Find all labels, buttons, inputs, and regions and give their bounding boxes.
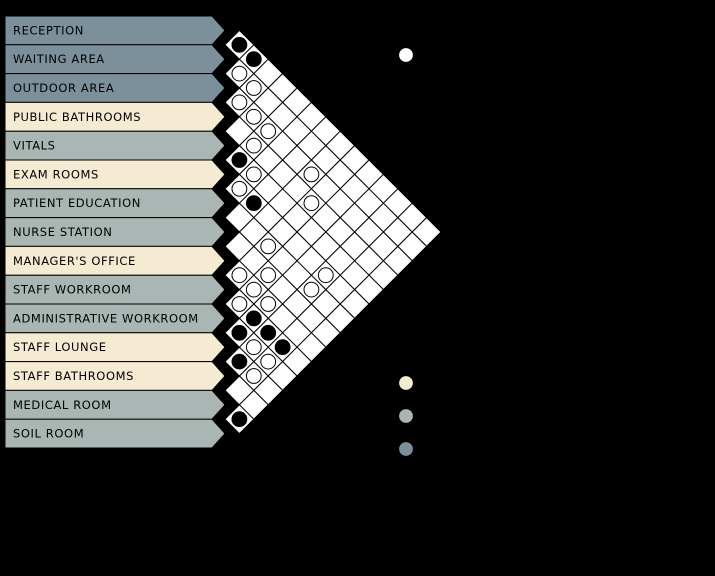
adjacency-marker [260,238,277,255]
room-label-bar [4,130,226,161]
room-label: STAFF LOUNGE [13,340,107,354]
room-label-bar [4,159,226,190]
strong-adjacency-marker [231,411,248,428]
legend [398,47,414,457]
adjacency-marker [231,65,248,82]
room-label-bar [4,217,226,247]
adjacency-marker [303,281,320,298]
strong-adjacency-marker [245,51,262,68]
room-label: STAFF WORKROOM [13,283,132,297]
room-label: EXAM ROOMS [13,167,99,181]
strong-adjacency-marker [231,152,248,168]
strong-adjacency-marker [260,324,277,341]
legend-marker-zone-1 [398,375,414,391]
room-label: OUTDOOR AREA [13,81,114,95]
room-label-bar [4,361,226,391]
room-label-bar [4,332,226,363]
adjacency-marker [245,80,262,96]
adjacency-marker [231,296,248,312]
strong-adjacency-marker [245,195,262,212]
room-label-bar [4,418,226,449]
room-label-bar [4,274,226,305]
adjacency-marker [245,339,262,356]
adjacency-marker [260,267,277,284]
strong-adjacency-marker [231,353,248,370]
adjacency-marker [303,166,320,183]
room-label: MEDICAL ROOM [13,398,112,412]
adjacency-marker [245,137,262,154]
adjacency-marker [317,267,334,284]
room-label-bar [4,73,226,103]
room-label: ADMINISTRATIVE WORKROOM [13,311,199,325]
legend-marker-adjacency [398,47,414,63]
room-label: MANAGER'S OFFICE [13,254,136,268]
adjacency-marker [245,166,262,183]
adjacency-marker [231,267,248,284]
adjacency-marker [245,108,262,125]
adjacency-marker [245,368,262,384]
room-label-bar [4,101,226,132]
room-label-bar [4,188,226,219]
adjacency-marker [231,180,248,197]
adjacency-marker [245,281,262,298]
room-label: PUBLIC BATHROOMS [13,110,141,124]
adjacency-marker [260,123,277,140]
legend-marker-zone-2 [398,408,414,424]
strong-adjacency-marker [231,36,248,53]
room-label: WAITING AREA [13,52,105,66]
room-label: VITALS [13,139,56,153]
legend-marker-zone-3 [398,441,414,457]
adjacency-marker [260,353,277,370]
room-label-list: RECEPTION WAITING AREA OUTDOOR AREA PUBLIC … [4,15,226,449]
room-label-bar [4,15,226,46]
room-label-bar [4,389,226,420]
room-label: RECEPTION [13,23,84,37]
strong-adjacency-marker [231,324,248,341]
strong-adjacency-marker [274,339,291,356]
room-label-bar [4,44,226,75]
room-label-bar [4,303,226,334]
room-label: SOIL ROOM [13,427,84,441]
room-label: PATIENT EDUCATION [13,196,141,210]
room-label-bar [4,245,226,276]
room-label: STAFF BATHROOMS [13,369,134,383]
adjacency-marker [303,195,320,212]
adjacency-marker [260,296,277,312]
relationship-markers [231,36,334,428]
strong-adjacency-marker [245,310,262,327]
room-label: NURSE STATION [13,225,113,239]
adjacency-marker [231,94,248,111]
